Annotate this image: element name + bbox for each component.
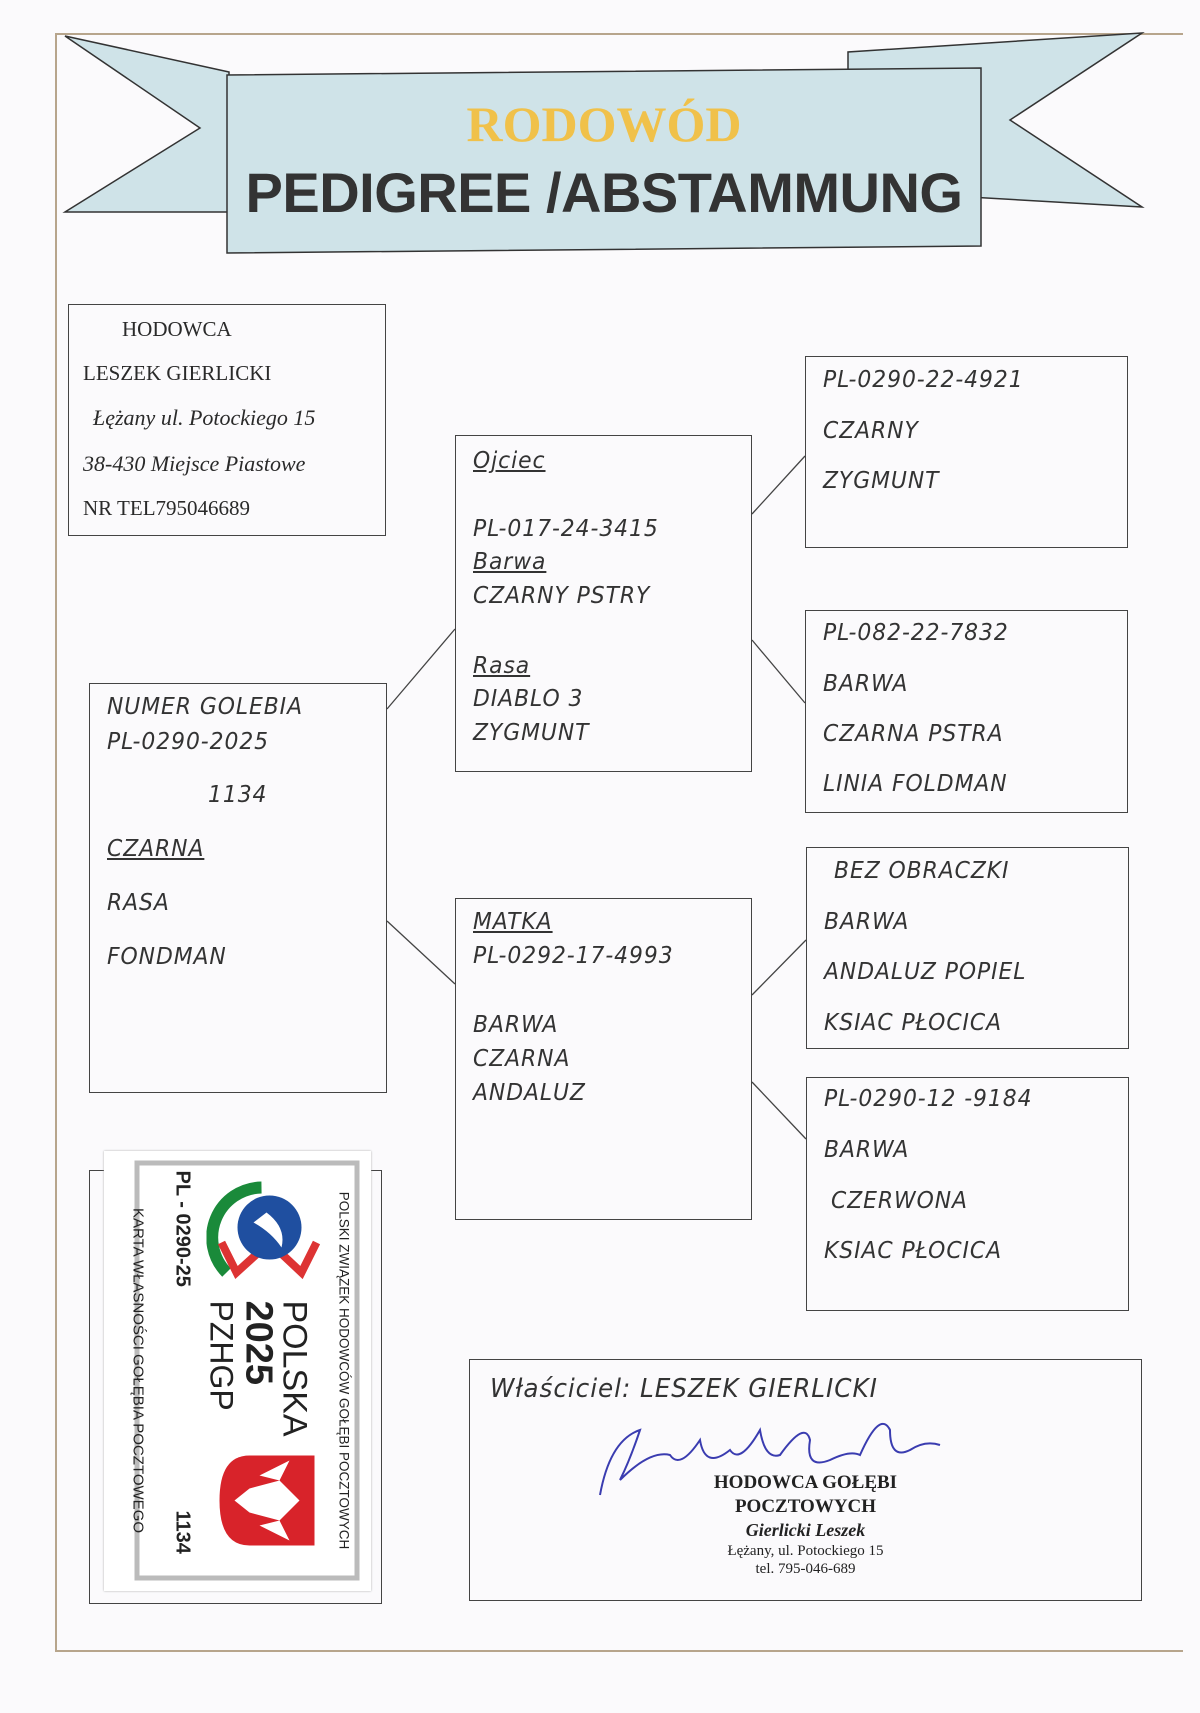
mother-color-label: BARWA [473,1012,559,1038]
ownership-card: POLSKI ZWIĄZEK HODOWCÓW GOŁĘBI POCZTOWYC… [104,1151,371,1591]
banner-left-tail [62,35,230,213]
page-border-left [55,33,57,1650]
grandparent-color-label: BARWA [824,909,910,935]
grandparent-ring: PL-0290-12 -9184 [824,1086,1033,1112]
grandparent-color: ANDALUZ POPIEL [824,959,1027,985]
card-number: 1134 [171,1510,194,1554]
owner-label: Właściciel: LESZEK GIERLICKI [490,1374,878,1404]
connector-line [751,455,806,515]
connector-line [751,639,806,704]
breeder-phone: NR TEL795046689 [83,496,251,520]
grandparent-color: CZERWONA [831,1188,968,1214]
grandparent-color-label: BARWA [824,1137,910,1163]
card-assoc: PZHGP [203,1300,240,1411]
banner-center [226,67,982,254]
father-color-label: Barwa [473,549,547,575]
father-label: Ojciec [473,448,546,474]
breeder-city: 38-430 Miejsce Piastowe [83,451,306,476]
mother-label: MATKA [473,909,553,935]
stamp-line: HODOWCA GOŁĘBI [713,1472,898,1493]
grandparent-box: PL-0290-22-4921 CZARNY ZYGMUNT [805,356,1128,548]
card-country: POLSKA [275,1300,314,1437]
breeder-name: LESZEK GIERLICKI [83,361,272,385]
grandparent-breed: ZYGMUNT [823,468,940,494]
mother-box: MATKA PL-0292-17-4993 BARWA CZARNA ANDAL… [455,898,752,1220]
owner-signature [599,1423,941,1496]
title-rodowod: RODOWÓD [466,96,742,152]
grandparent-breed: KSIAC PŁOCICA [824,1010,1003,1036]
mother-breed: ANDALUZ [473,1080,586,1106]
breeder-box: HODOWCA LESZEK GIERLICKI Łężany ul. Poto… [68,304,386,536]
grandparent-box: PL-0290-12 -9184 BARWA CZERWONA KSIAC PŁ… [806,1077,1129,1311]
stamp-line: POCZTOWYCH [734,1496,877,1517]
grandparent-ring: PL-0290-22-4921 [823,367,1024,393]
title-pedigree: PEDIGREE /ABSTAMMUNG [245,161,964,224]
owner-box: Właściciel: LESZEK GIERLICKI HODOWCA GOŁ… [469,1359,1142,1601]
father-color: CZARNY PSTRY [473,583,651,609]
father-breed: DIABLO 3 [473,686,584,712]
grandparent-color: CZARNY [823,418,919,444]
polish-eagle-emblem-icon [219,1455,315,1546]
stamp-address: Łężany, ul. Potockiego 15 [727,1543,884,1559]
grandparent-ring: PL-082-22-7832 [823,620,1009,646]
mother-color: CZARNA [473,1046,571,1072]
pigeon-label: NUMER GOLEBIA [107,694,303,720]
card-caption: KARTA WŁASNOŚCI GOŁĘBIA POCZTOWEGO [129,1207,147,1534]
pigeon-ring: PL-0290-2025 [107,729,270,755]
page-border-bottom [55,1650,1183,1652]
grandparent-color: CZARNA PSTRA [823,721,1004,747]
father-breed-line: ZYGMUNT [473,720,590,746]
mother-ring: PL-0292-17-4993 [473,943,674,969]
grandparent-line: LINIA FOLDMAN [823,771,1008,797]
connector-line [386,628,456,710]
connector-line [751,1081,807,1140]
grandparent-ring: BEZ OBRACZKI [834,858,1010,884]
pigeon-box: NUMER GOLEBIA PL-0290-2025 1134 CZARNA R… [89,683,387,1093]
father-box: Ojciec PL-017-24-3415 Barwa CZARNY PSTRY… [455,435,752,772]
connector-line [751,939,807,996]
breeder-address: Łężany ul. Potockiego 15 [93,405,316,430]
pigeon-breed-label: RASA [107,890,170,916]
grandparent-box: BEZ OBRACZKI BARWA ANDALUZ POPIEL KSIAC … [806,847,1129,1049]
father-breed-label: Rasa [473,653,531,679]
pigeon-breed: FONDMAN [107,944,227,970]
card-ring: PL - 0290-25 [171,1170,194,1287]
pigeon-number: 1134 [208,782,268,808]
grandparent-breed: KSIAC PŁOCICA [824,1238,1003,1264]
breeder-heading: HODOWCA [122,317,232,341]
card-org: POLSKI ZWIĄZEK HODOWCÓW GOŁĘBI POCZTOWYC… [336,1191,352,1550]
grandparent-color-label: BARWA [823,671,909,697]
grandparent-box: PL-082-22-7832 BARWA CZARNA PSTRA LINIA … [805,610,1128,813]
stamp-phone: tel. 795-046-689 [755,1561,856,1577]
pzhgp-logo-icon [206,1181,321,1280]
pigeon-color: CZARNA [107,836,205,862]
pedigree-connectors [386,455,807,1140]
stamp-name: Gierlicki Leszek [745,1520,866,1540]
page-border-top [55,33,1183,35]
father-ring: PL-017-24-3415 [473,516,659,542]
connector-line [386,920,456,985]
card-year: 2025 [237,1300,280,1386]
